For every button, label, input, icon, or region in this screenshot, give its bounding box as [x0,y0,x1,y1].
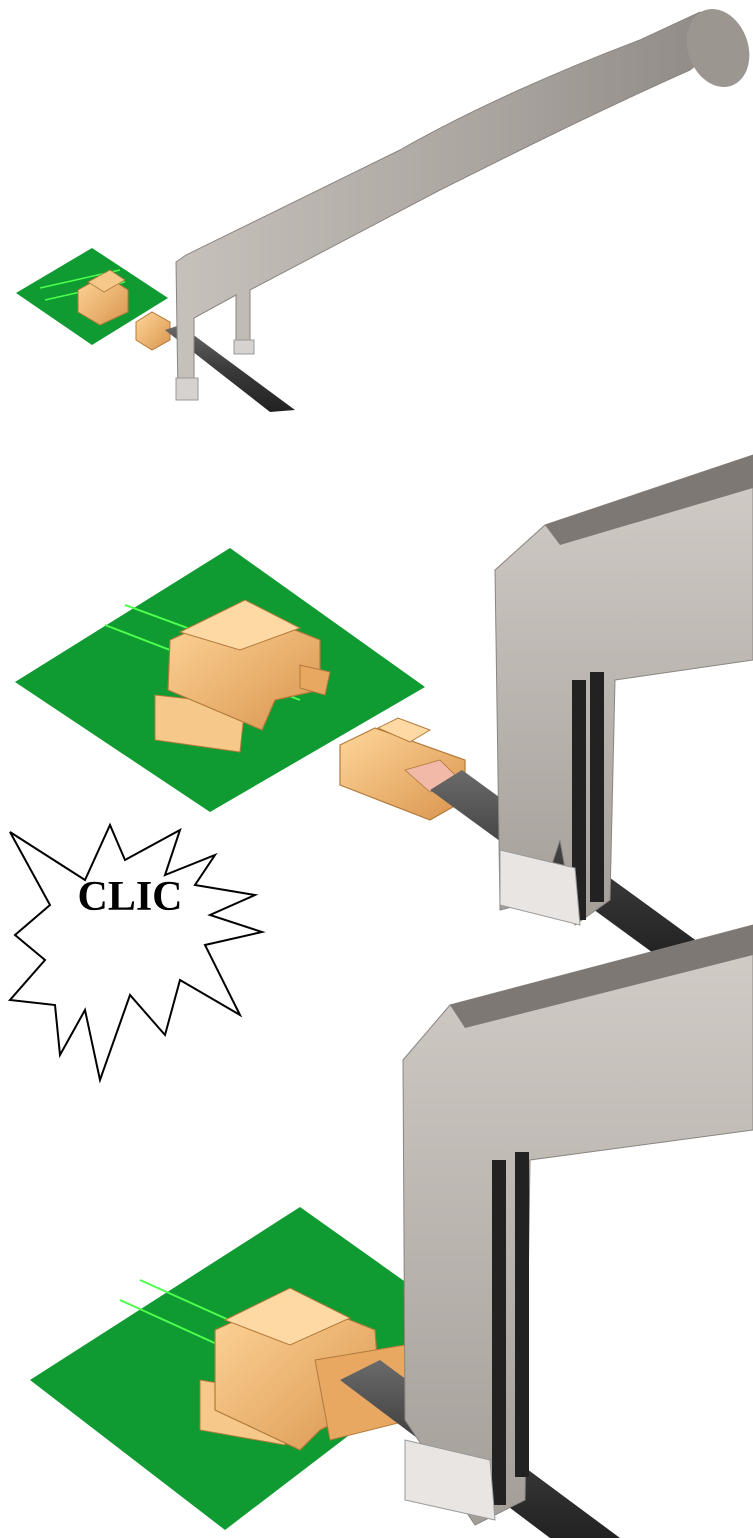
clic-burst: CLIC [10,825,262,1080]
step-1-panel [16,0,753,412]
insertion-tool [176,0,753,400]
plug-connector [136,312,170,350]
clic-label: CLIC [77,874,182,920]
insertion-tool [403,925,753,1525]
plug-connector [340,718,465,820]
insertion-tool [495,455,753,925]
